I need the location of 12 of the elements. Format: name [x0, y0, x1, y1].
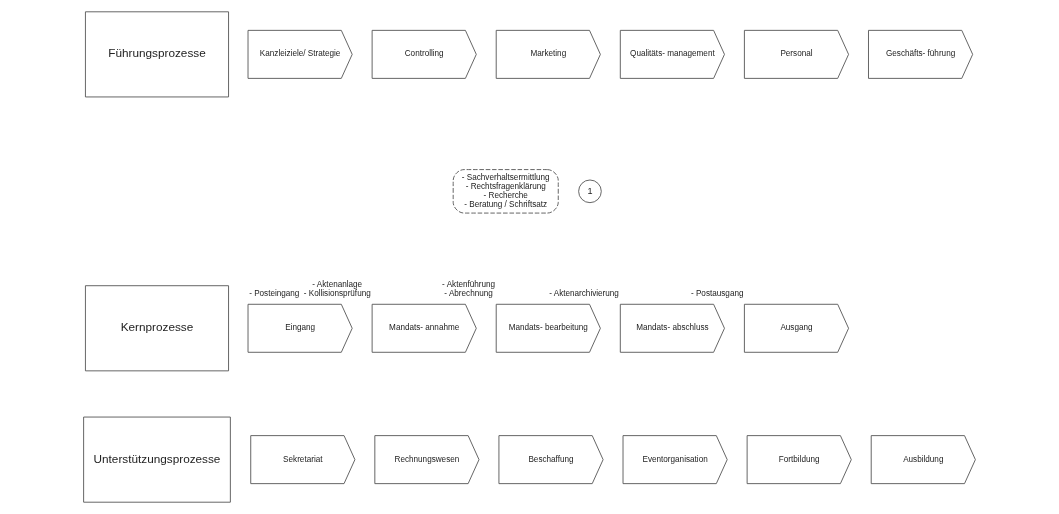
node-label: - Kollisionsprüfung	[303, 289, 371, 299]
node-label: - Postausgang	[690, 289, 744, 299]
node-label: - Aktenarchivierung	[549, 289, 619, 299]
node-label: - Aktenführung	[442, 280, 496, 290]
node-label: - Abrechnung	[444, 289, 493, 299]
node-box: Unterstützungsprozesse	[83, 416, 231, 503]
node-box: Kernprozesse	[84, 285, 229, 372]
node-box: - Sachverhaltsermittlung - Rechtsfragenklärung - Recherche - Beratung / Schriftsatz	[452, 169, 559, 214]
node-label: - Aktenanlage	[312, 280, 363, 290]
node-label: - Posteingang	[249, 289, 300, 299]
node-box: Führungsprozesse	[84, 11, 229, 98]
node-circle: 1	[578, 179, 602, 204]
